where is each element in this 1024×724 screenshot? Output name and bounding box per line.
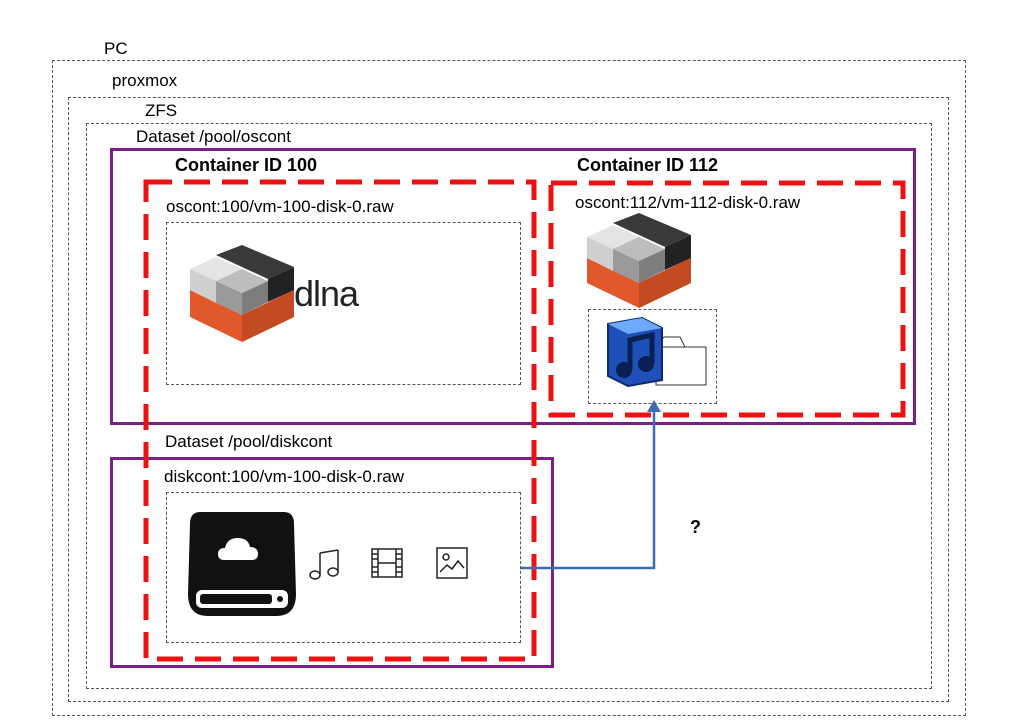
dataset-oscont-label: Dataset /pool/oscont xyxy=(136,127,291,146)
zfs-label: ZFS xyxy=(145,101,178,120)
container-112-box xyxy=(548,180,906,418)
arrow-head xyxy=(647,400,661,412)
container-100-label: Container ID 100 xyxy=(175,155,318,175)
container-100-box xyxy=(143,179,537,662)
container-112-label: Container ID 112 xyxy=(577,155,719,175)
disk-112-label: oscont:112/vm-112-disk-0.raw xyxy=(575,193,801,212)
proxmox-box xyxy=(68,97,949,702)
question-mark: ? xyxy=(690,517,701,537)
zfs-box xyxy=(86,123,932,689)
dlna-logo-text: dlna xyxy=(294,273,359,314)
dataset-diskcont-label: Dataset /pool/diskcont xyxy=(165,432,333,451)
pc-label: PC xyxy=(104,39,128,58)
diskcont-100-label: diskcont:100/vm-100-disk-0.raw xyxy=(164,467,404,486)
diskcont-disk-box xyxy=(166,492,521,643)
dataset-diskcont-box xyxy=(110,457,554,668)
proxmox-label: proxmox xyxy=(112,71,178,90)
pc-box xyxy=(52,60,966,716)
dataset-oscont-box xyxy=(110,148,916,425)
disk-100-label: oscont:100/vm-100-disk-0.raw xyxy=(166,197,394,216)
dlna-disk-box xyxy=(166,222,521,385)
music-app-box xyxy=(588,309,717,404)
connection-arrow xyxy=(520,410,656,570)
